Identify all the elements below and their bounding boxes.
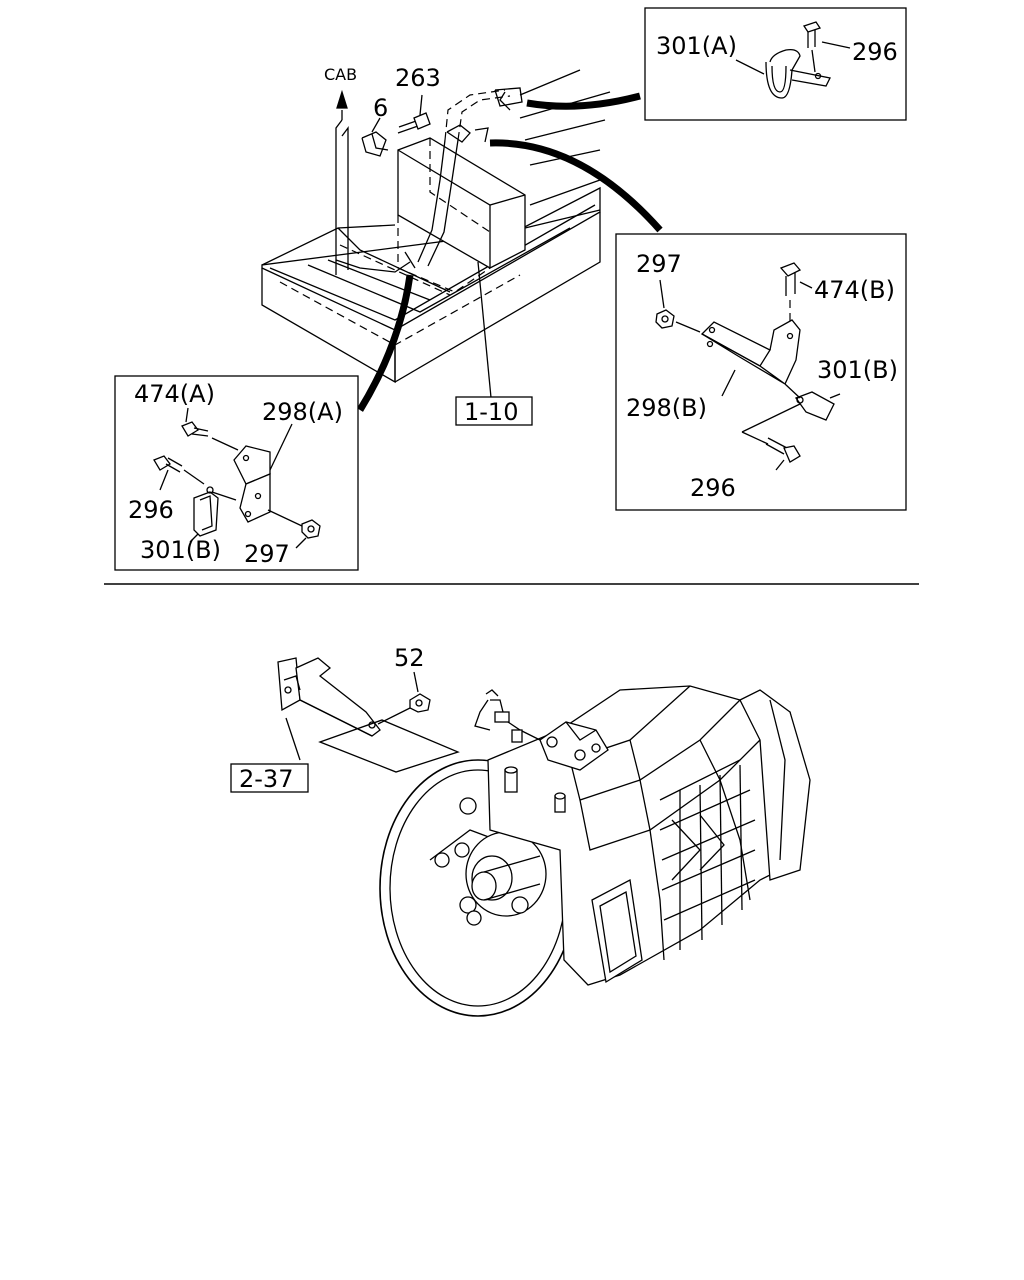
ref-2-37-label: 2-37 [239, 765, 293, 793]
inset-c-296-label: 296 [128, 496, 174, 524]
inset-c-301b-label: 301(B) [140, 536, 221, 564]
inset-b-297-label: 297 [636, 250, 682, 278]
ref-2-37-box: 2-37 [230, 763, 309, 793]
inset-a-296-label: 296 [852, 38, 898, 66]
ref-1-10-label: 1-10 [464, 398, 518, 426]
inset-b-474b-label: 474(B) [814, 276, 895, 304]
inset-a-301a-label: 301(A) [656, 32, 737, 60]
ref-1-10-box: 1-10 [455, 396, 533, 426]
transmission-drawing [277, 657, 811, 1017]
part-6-label: 6 [373, 94, 388, 122]
part-52-label: 52 [394, 644, 425, 672]
inset-b-296-label: 296 [690, 474, 736, 502]
inset-left [114, 375, 359, 571]
frame-assembly-drawing [261, 69, 663, 412]
inset-top-right [644, 7, 907, 121]
inset-b-301b-label: 301(B) [817, 356, 898, 384]
inset-c-474a-label: 474(A) [134, 380, 215, 408]
inset-c-297-label: 297 [244, 540, 290, 568]
part-263-label: 263 [395, 64, 441, 92]
inset-c-298a-label: 298(A) [262, 398, 343, 426]
inset-mid-right [615, 233, 907, 511]
inset-b-298b-label: 298(B) [626, 394, 707, 422]
cab-direction-label: CAB [324, 65, 357, 84]
